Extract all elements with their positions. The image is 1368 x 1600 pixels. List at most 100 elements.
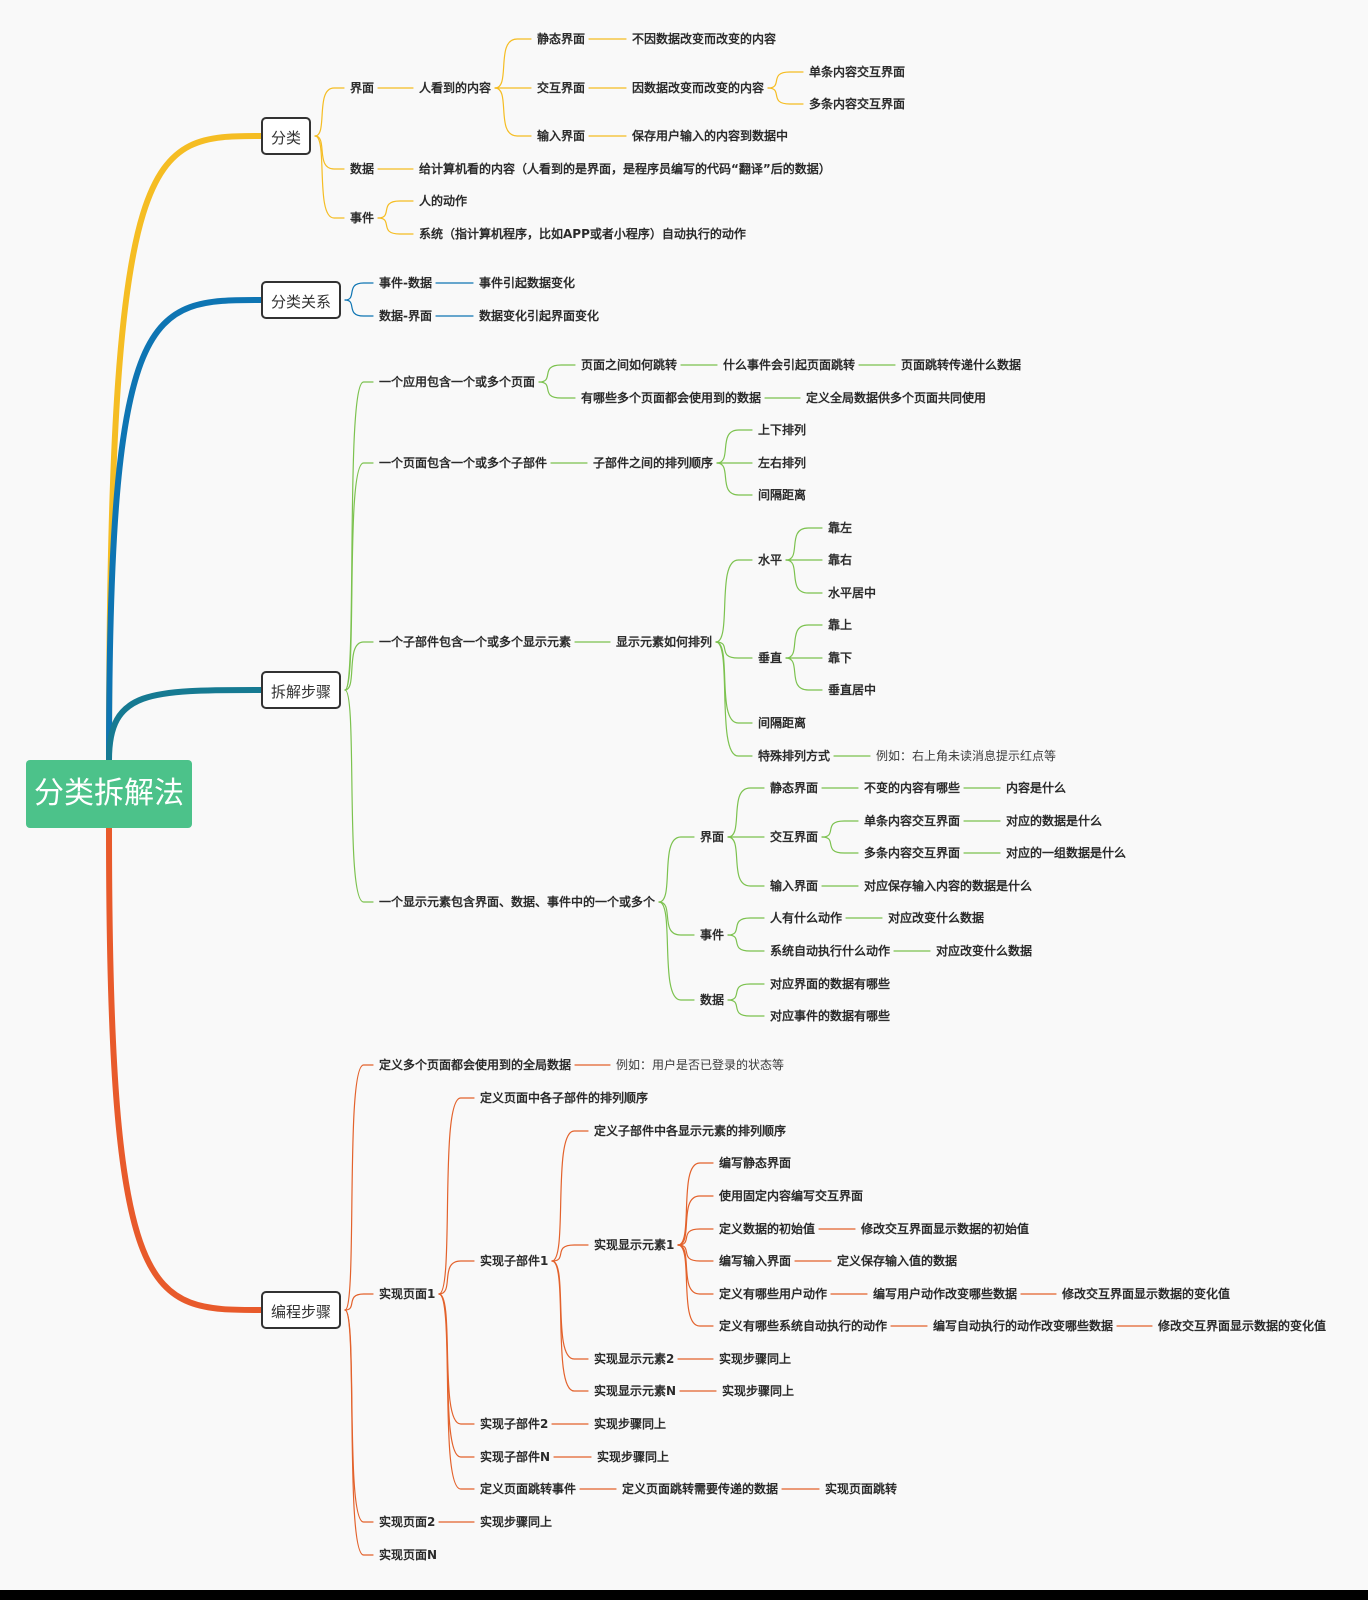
node-steps-e-system-a[interactable]: 对应改变什么数据	[936, 944, 1033, 958]
node-steps-e-single-a[interactable]: 对应的数据是什么	[1006, 814, 1103, 828]
node-steps-spacing2[interactable]: 间隔距离	[758, 716, 807, 730]
node-coding-elem-order[interactable]: 定义子部件中各显示元素的排列顺序	[594, 1124, 787, 1138]
node-classify-ui-seen[interactable]: 人看到的内容	[419, 81, 492, 95]
node-coding-write-input-a[interactable]: 定义保存输入值的数据	[837, 1254, 958, 1268]
node-classify-input-ui[interactable]: 输入界面	[537, 129, 586, 143]
node-coding-global[interactable]: 定义多个页面都会使用到的全局数据	[379, 1058, 572, 1072]
node-coding-jump[interactable]: 实现页面跳转	[825, 1482, 898, 1496]
node-classify-multi-inter[interactable]: 多条内容交互界面	[809, 97, 906, 111]
node-coding-global-example[interactable]: 例如：用户是否已登录的状态等	[616, 1058, 785, 1072]
node-steps-e-static-q[interactable]: 不变的内容有哪些	[864, 781, 961, 795]
node-steps-align-right[interactable]: 靠右	[828, 553, 853, 567]
node-steps-jump-event[interactable]: 什么事件会引起页面跳转	[723, 358, 856, 372]
node-steps-jump-data[interactable]: 页面跳转传递什么数据	[901, 358, 1022, 372]
node-steps-e-system[interactable]: 系统自动执行什么动作	[770, 944, 891, 958]
branch-coding[interactable]: 编程步骤	[261, 1291, 341, 1329]
node-steps-align-bottom[interactable]: 靠下	[828, 651, 853, 665]
node-coding-page2[interactable]: 实现页面2	[379, 1515, 436, 1529]
node-steps-h-center[interactable]: 水平居中	[828, 586, 877, 600]
node-relation-ev-data-desc[interactable]: 事件引起数据变化	[479, 276, 576, 290]
node-coding-elem1[interactable]: 实现显示元素1	[594, 1238, 675, 1252]
node-steps-elem-arrange[interactable]: 显示元素如何排列	[616, 635, 713, 649]
node-relation-data-ui-desc[interactable]: 数据变化引起界面变化	[479, 309, 600, 323]
node-coding-sys-action-a[interactable]: 编写自动执行的动作改变哪些数据	[933, 1319, 1114, 1333]
node-classify-input-ui-desc[interactable]: 保存用户输入的内容到数据中	[632, 129, 789, 143]
node-steps-app[interactable]: 一个应用包含一个或多个页面	[379, 375, 536, 389]
node-steps-sub[interactable]: 一个子部件包含一个或多个显示元素	[379, 635, 572, 649]
node-coding-write-static[interactable]: 编写静态界面	[719, 1156, 792, 1170]
node-classify-data[interactable]: 数据	[350, 162, 375, 176]
node-coding-init-data[interactable]: 定义数据的初始值	[719, 1222, 816, 1236]
node-coding-elemN[interactable]: 实现显示元素N	[594, 1384, 677, 1398]
node-steps-e-single[interactable]: 单条内容交互界面	[864, 814, 961, 828]
branch-steps[interactable]: 拆解步骤	[261, 671, 341, 709]
node-steps-horizontal[interactable]: 水平	[758, 553, 783, 567]
node-coding-jump-event[interactable]: 定义页面跳转事件	[480, 1482, 577, 1496]
node-steps-horizontal-list[interactable]: 左右排列	[758, 456, 807, 470]
node-steps-v-center[interactable]: 垂直居中	[828, 683, 877, 697]
node-coding-init-data-a[interactable]: 修改交互界面显示数据的初始值	[861, 1222, 1030, 1236]
node-coding-elem2-a[interactable]: 实现步骤同上	[719, 1352, 792, 1366]
node-steps-align-top[interactable]: 靠上	[828, 618, 853, 632]
node-steps-align-left[interactable]: 靠左	[828, 521, 853, 535]
node-classify-single-inter[interactable]: 单条内容交互界面	[809, 65, 906, 79]
node-classify-static-ui-desc[interactable]: 不因数据改变而改变的内容	[632, 32, 777, 46]
node-steps-e-ui[interactable]: 界面	[700, 830, 725, 844]
node-steps-e-data-ui[interactable]: 对应界面的数据有哪些	[770, 977, 891, 991]
node-coding-user-action[interactable]: 定义有哪些用户动作	[719, 1287, 828, 1301]
node-coding-sys-action-b[interactable]: 修改交互界面显示数据的变化值	[1158, 1319, 1327, 1333]
node-steps-e-static-a[interactable]: 内容是什么	[1006, 781, 1067, 795]
node-coding-elem2[interactable]: 实现显示元素2	[594, 1352, 675, 1366]
node-steps-e-input-a[interactable]: 对应保存输入内容的数据是什么	[864, 879, 1033, 893]
branch-relation[interactable]: 分类关系	[261, 281, 341, 319]
node-steps-e-static[interactable]: 静态界面	[770, 781, 819, 795]
node-steps-shared-data[interactable]: 有哪些多个页面都会使用到的数据	[581, 391, 762, 405]
node-relation-data-ui[interactable]: 数据-界面	[379, 309, 432, 323]
node-coding-jump-data[interactable]: 定义页面跳转需要传递的数据	[622, 1482, 779, 1496]
node-steps-global-data[interactable]: 定义全局数据供多个页面共同使用	[806, 391, 987, 405]
node-steps-e-data-event[interactable]: 对应事件的数据有哪些	[770, 1009, 891, 1023]
node-steps-e-multi-a[interactable]: 对应的一组数据是什么	[1006, 846, 1127, 860]
node-classify-ui[interactable]: 界面	[350, 81, 375, 95]
node-classify-static-ui[interactable]: 静态界面	[537, 32, 586, 46]
node-classify-inter-ui[interactable]: 交互界面	[537, 81, 586, 95]
node-classify-inter-ui-desc[interactable]: 因数据改变而改变的内容	[632, 81, 765, 95]
node-coding-page1[interactable]: 实现页面1	[379, 1287, 436, 1301]
node-classify-data-desc[interactable]: 给计算机看的内容（人看到的是界面，是程序员编写的代码“翻译”后的数据）	[419, 162, 831, 176]
node-steps-e-human-a[interactable]: 对应改变什么数据	[888, 911, 985, 925]
node-steps-special-example[interactable]: 例如：右上角未读消息提示红点等	[876, 749, 1057, 763]
node-coding-fixed-inter[interactable]: 使用固定内容编写交互界面	[719, 1189, 864, 1203]
node-steps-vertical-list[interactable]: 上下排列	[758, 423, 807, 437]
node-coding-sys-action[interactable]: 定义有哪些系统自动执行的动作	[719, 1319, 888, 1333]
node-steps-page[interactable]: 一个页面包含一个或多个子部件	[379, 456, 548, 470]
node-coding-sub-order[interactable]: 定义页面中各子部件的排列顺序	[480, 1091, 649, 1105]
root-topic[interactable]: 分类拆解法	[26, 760, 192, 828]
node-steps-e-event[interactable]: 事件	[700, 928, 725, 942]
node-coding-elemN-a[interactable]: 实现步骤同上	[722, 1384, 795, 1398]
node-steps-e-multi[interactable]: 多条内容交互界面	[864, 846, 961, 860]
node-coding-page2-a[interactable]: 实现步骤同上	[480, 1515, 553, 1529]
node-steps-e-human[interactable]: 人有什么动作	[770, 911, 843, 925]
node-steps-e-data[interactable]: 数据	[700, 993, 725, 1007]
node-classify-event[interactable]: 事件	[350, 211, 375, 225]
node-steps-elem[interactable]: 一个显示元素包含界面、数据、事件中的一个或多个	[379, 895, 656, 909]
node-coding-sub1[interactable]: 实现子部件1	[480, 1254, 549, 1268]
node-coding-user-action-a[interactable]: 编写用户动作改变哪些数据	[873, 1287, 1018, 1301]
node-coding-user-action-b[interactable]: 修改交互界面显示数据的变化值	[1062, 1287, 1231, 1301]
node-steps-sub-order[interactable]: 子部件之间的排列顺序	[593, 456, 714, 470]
node-steps-special[interactable]: 特殊排列方式	[758, 749, 831, 763]
node-relation-ev-data[interactable]: 事件-数据	[379, 276, 432, 290]
node-steps-vertical[interactable]: 垂直	[758, 651, 783, 665]
branch-classify[interactable]: 分类	[261, 117, 311, 155]
node-coding-subN[interactable]: 实现子部件N	[480, 1450, 551, 1464]
node-coding-sub2-a[interactable]: 实现步骤同上	[594, 1417, 667, 1431]
node-steps-e-input[interactable]: 输入界面	[770, 879, 819, 893]
node-classify-event-system[interactable]: 系统（指计算机程序，比如APP或者小程序）自动执行的动作	[419, 227, 746, 241]
node-coding-write-input[interactable]: 编写输入界面	[719, 1254, 792, 1268]
node-steps-e-inter[interactable]: 交互界面	[770, 830, 819, 844]
node-steps-page-jump[interactable]: 页面之间如何跳转	[581, 358, 678, 372]
node-classify-event-human[interactable]: 人的动作	[419, 194, 468, 208]
node-coding-pageN[interactable]: 实现页面N	[379, 1548, 438, 1562]
node-steps-spacing[interactable]: 间隔距离	[758, 488, 807, 502]
node-coding-sub2[interactable]: 实现子部件2	[480, 1417, 549, 1431]
